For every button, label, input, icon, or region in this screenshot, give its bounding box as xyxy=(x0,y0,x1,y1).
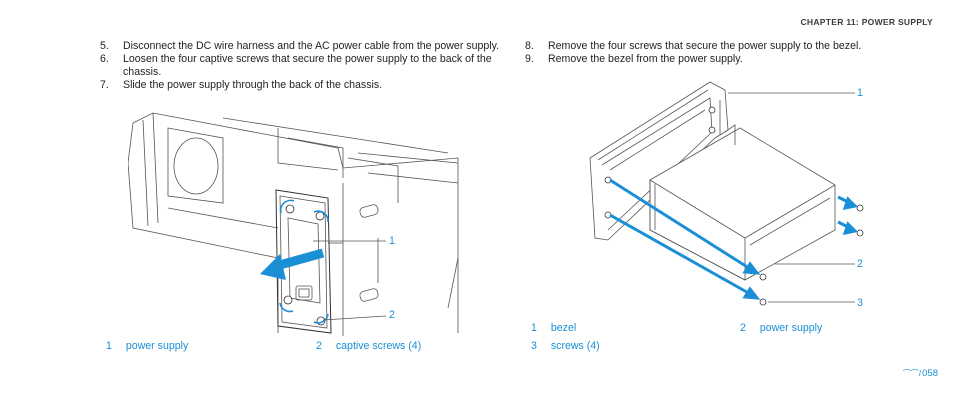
legend-item-bezel: 1 bezel xyxy=(531,322,576,334)
callout-1-right: 1 xyxy=(857,87,863,99)
legend-label: bezel xyxy=(550,322,577,334)
step-number: 6. xyxy=(100,53,109,66)
step-text: Disconnect the DC wire harness and the A… xyxy=(123,40,500,52)
callout-2-left: 2 xyxy=(389,309,395,321)
chapter-header: CHAPTER 11: POWER SUPPLY xyxy=(800,17,933,27)
legend-number: 1 xyxy=(531,322,537,334)
legend-item-captive-screws: 2 captive screws (4) xyxy=(316,340,421,352)
legend-item-screws: 3 screws (4) xyxy=(531,340,600,352)
step-text: Slide the power supply through the back … xyxy=(123,79,383,92)
legend-number: 2 xyxy=(316,340,322,352)
step-number: 7. xyxy=(100,79,109,92)
page-number-value: 058 xyxy=(922,368,938,379)
legend-label: captive screws (4) xyxy=(335,340,422,352)
step-5: 5. Disconnect the DC wire harness and th… xyxy=(100,40,508,52)
step-text: Loosen the four captive screws that secu… xyxy=(123,53,492,78)
step-text: Remove the four screws that secure the p… xyxy=(548,40,862,52)
step-number: 8. xyxy=(525,40,534,52)
legend-number: 2 xyxy=(740,322,746,334)
right-steps: 8. Remove the four screws that secure th… xyxy=(525,40,905,67)
step-number: 5. xyxy=(100,40,109,52)
legend-item-power-supply: 1 power supply xyxy=(106,340,188,352)
legend-number: 3 xyxy=(531,340,537,352)
callout-2-right: 2 xyxy=(857,258,863,270)
callout-1-left: 1 xyxy=(389,235,395,247)
step-9: 9. Remove the bezel from the power suppl… xyxy=(525,53,905,65)
legend-label: screws (4) xyxy=(550,340,600,352)
step-8: 8. Remove the four screws that secure th… xyxy=(525,40,905,52)
bezel-illustration xyxy=(589,81,864,306)
legend-item-power-supply-right: 2 power supply xyxy=(740,322,822,334)
alienware-logo-icon: ⌒⌒/ xyxy=(902,369,922,378)
step-6: 6. Loosen the four captive screws that s… xyxy=(100,53,508,78)
step-7: 7. Slide the power supply through the ba… xyxy=(100,79,508,91)
step-text: Remove the bezel from the power supply. xyxy=(548,53,743,66)
left-steps: 5. Disconnect the DC wire harness and th… xyxy=(100,40,508,93)
callout-3-right: 3 xyxy=(857,297,863,309)
page-number: ⌒⌒/058 xyxy=(903,368,938,379)
chassis-illustration xyxy=(128,112,459,336)
legend-number: 1 xyxy=(106,340,112,352)
legend-label: power supply xyxy=(759,322,823,334)
step-number: 9. xyxy=(525,53,534,66)
legend-label: power supply xyxy=(125,340,189,352)
